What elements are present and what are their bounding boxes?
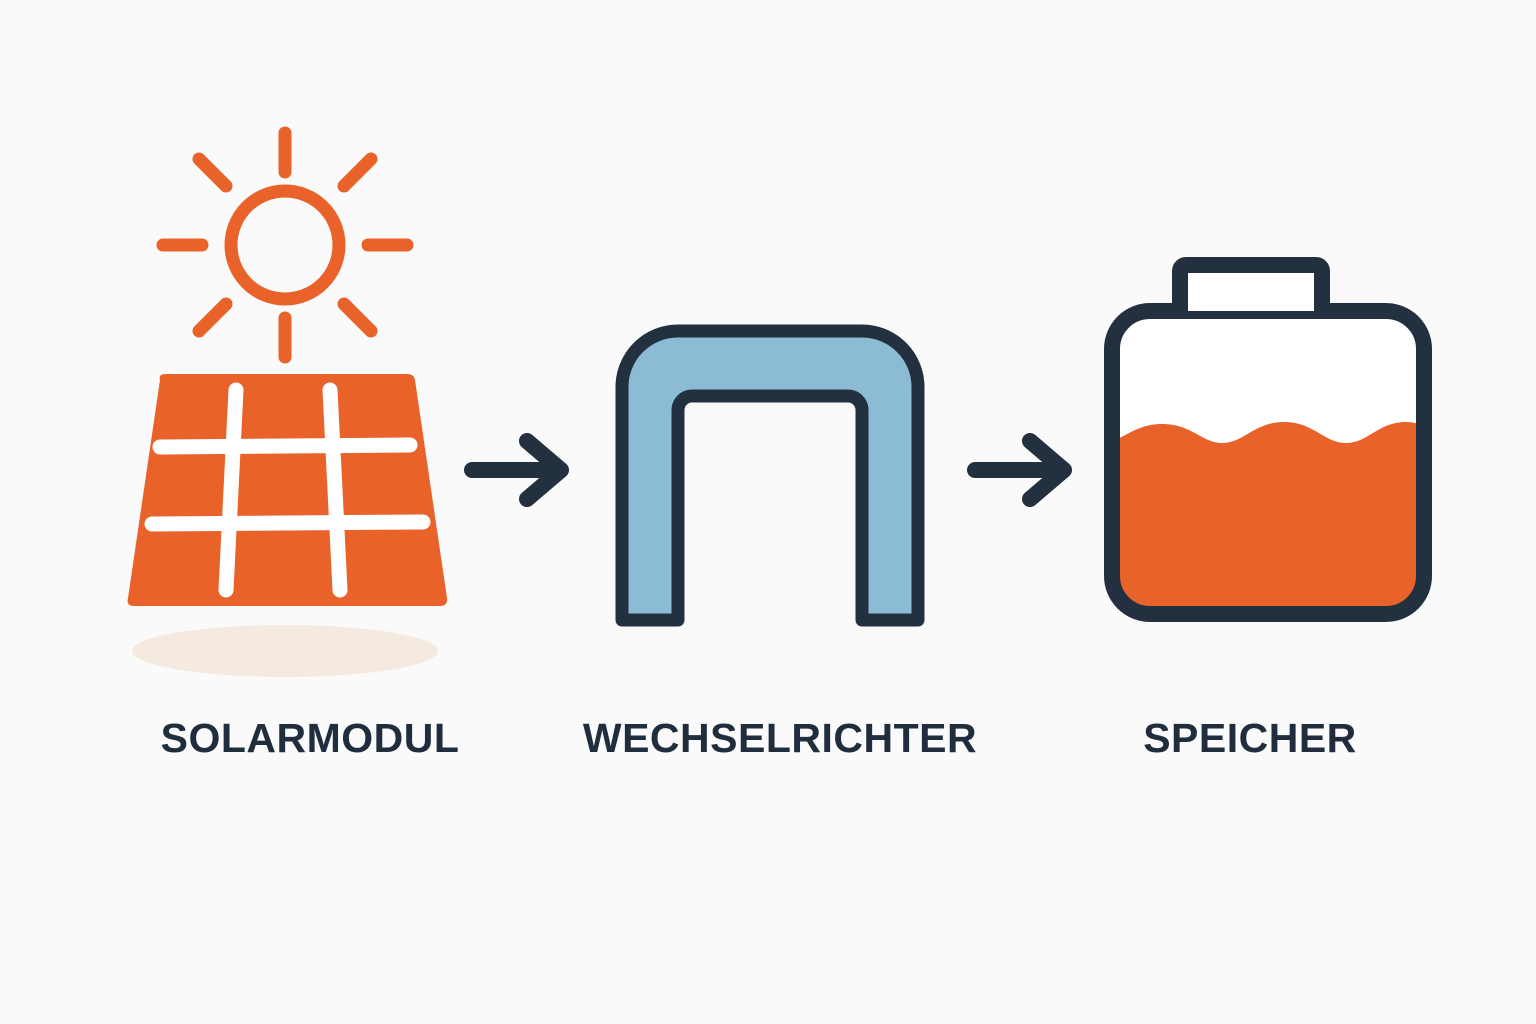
sun-ray-se <box>337 297 378 338</box>
arrow-1-head <box>519 433 569 507</box>
label-solarmodul: SOLARMODUL <box>160 715 460 761</box>
label-wechselrichter: WECHSELRICHTER <box>582 715 978 761</box>
grid-line-horizontal-1 <box>152 437 418 455</box>
grid-line-horizontal-2 <box>144 514 431 532</box>
node-inverter[interactable] <box>615 324 925 627</box>
grid-line-vertical-2 <box>322 382 348 598</box>
arrow-inverter-to-storage-icon <box>967 433 1072 507</box>
sun-core-circle <box>224 184 346 306</box>
arrow-solar-to-inverter-icon <box>464 433 569 507</box>
grid-line-vertical-1 <box>218 382 244 598</box>
inverter-arch-icon <box>615 324 925 627</box>
arrow-2-head <box>1022 433 1072 507</box>
storage-shell-outline <box>1104 303 1432 622</box>
solar-shadow-ellipse <box>132 625 438 677</box>
node-solar[interactable] <box>127 126 448 677</box>
storage-terminal-nub <box>1172 257 1330 319</box>
sun-ray-sw <box>192 297 233 338</box>
node-storage[interactable] <box>1100 257 1440 630</box>
label-speicher: SPEICHER <box>1143 715 1357 761</box>
sun-ray-ne <box>337 152 378 193</box>
solar-panel-body <box>127 374 448 606</box>
sun-ray-nw <box>192 152 233 193</box>
solar-panel-grid <box>144 382 431 598</box>
sun-icon <box>156 126 414 364</box>
storage-liquid-fill <box>1112 422 1424 614</box>
